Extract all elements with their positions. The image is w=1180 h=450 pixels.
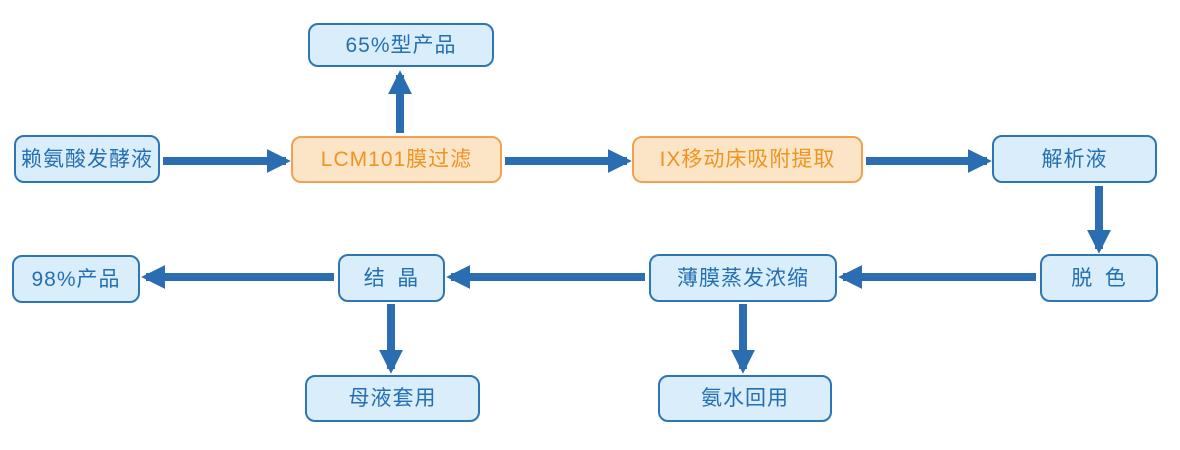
node-ammonia-recycle: 氨水回用 — [658, 375, 832, 422]
node-product-98: 98%产品 — [12, 255, 140, 303]
node-crystallization: 结 晶 — [338, 254, 445, 302]
node-thin-film-evaporation: 薄膜蒸发浓缩 — [649, 254, 837, 302]
node-decolorization: 脱 色 — [1040, 254, 1158, 302]
node-eluate: 解析液 — [992, 135, 1157, 183]
node-product-65: 65%型产品 — [308, 23, 494, 67]
node-ix-adsorption: IX移动床吸附提取 — [632, 136, 863, 183]
node-mother-liquor-reuse: 母液套用 — [305, 375, 480, 422]
node-fermentation-broth: 赖氨酸发酵液 — [14, 135, 160, 183]
node-membrane-filtration: LCM101膜过滤 — [291, 136, 502, 183]
